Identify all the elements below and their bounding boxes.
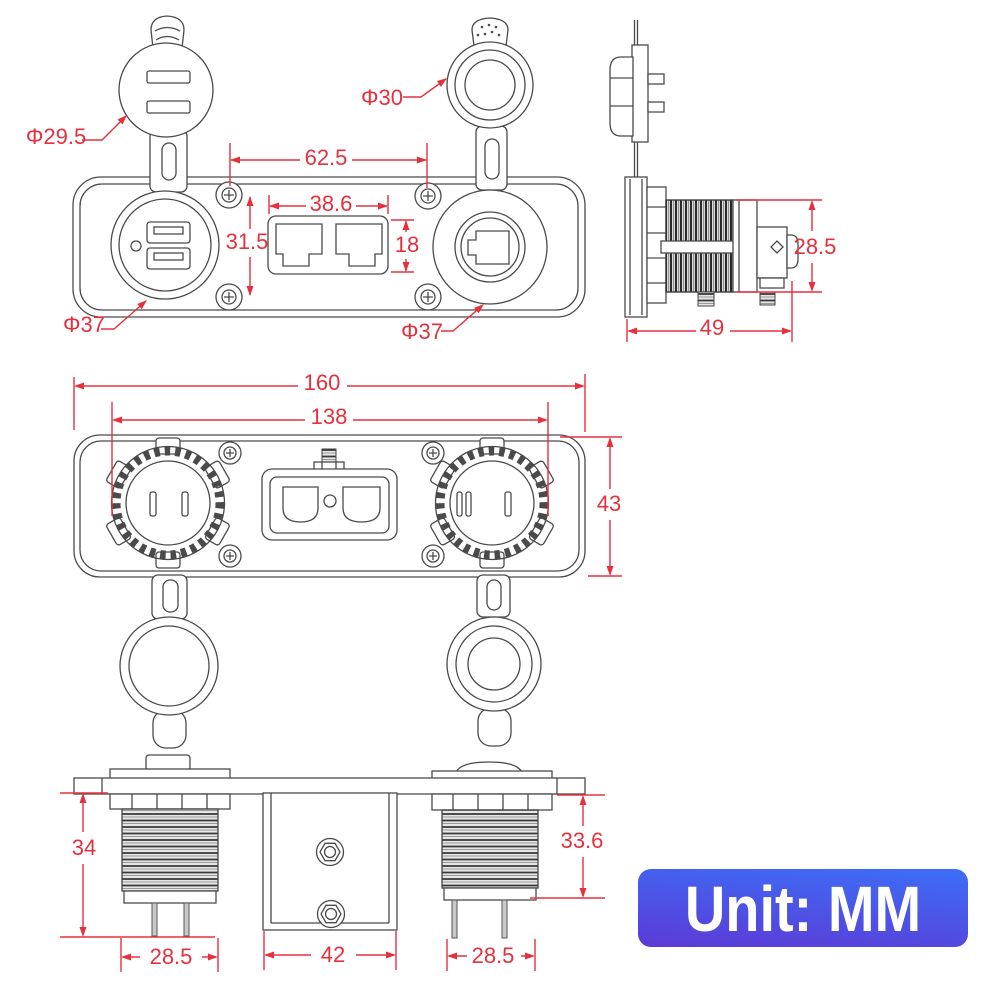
- side-cap-plate: [631, 44, 649, 143]
- terminal-stud: [697, 291, 715, 307]
- dim-label-left-barrel-width: 28.5: [149, 944, 193, 969]
- dim-label-power-socket-diameter: Φ37: [400, 319, 444, 344]
- rear-left-cap: [119, 574, 219, 749]
- dim-label-usb-socket-diameter: Φ37: [62, 312, 106, 337]
- usb-cap-open: [118, 15, 214, 193]
- dim-label-side-length: 49: [699, 315, 725, 340]
- dim-label-left-barrel-depth: 34: [71, 835, 97, 860]
- power-socket-front: [432, 189, 548, 305]
- dim-label-connector-width: 38.6: [309, 191, 353, 216]
- dim-label-mount-width: 138: [310, 404, 348, 429]
- rear-screws: [218, 441, 445, 568]
- dim-label-screw-spacing: 62.5: [304, 145, 348, 170]
- bottom-view: [73, 754, 586, 939]
- terminal-stud: [759, 291, 776, 306]
- unit-badge-label: Unit: MM: [684, 871, 922, 945]
- dim-label-right-barrel-depth: 33.6: [560, 828, 604, 853]
- bottom-left-barrel: [109, 793, 231, 937]
- dim-label-side-body-height: 28.5: [793, 234, 837, 259]
- led-indicator: [130, 240, 142, 252]
- rear-view: [73, 434, 586, 749]
- dim-label-cap-usb-diameter: Φ29.5: [25, 124, 87, 149]
- dim-label-center-box-width: 42: [320, 942, 346, 967]
- side-view: [609, 20, 799, 318]
- terminal-block: [756, 226, 788, 279]
- power-connector-front: [267, 215, 389, 275]
- dim-label-cap-socket-diameter: Φ30: [360, 85, 404, 110]
- front-view: [72, 15, 586, 318]
- dim-label-connector-height: 18: [394, 232, 420, 257]
- unit-badge: Unit: MM: [638, 869, 968, 947]
- dim-label-plate-width: 160: [303, 370, 341, 395]
- dim-label-right-barrel-width: 28.5: [471, 943, 515, 968]
- dim-label-plate-height: 43: [596, 491, 622, 516]
- usb-socket-front: [110, 190, 220, 300]
- rear-left-socket-nut: [106, 437, 230, 569]
- dimension-lines: [60, 78, 822, 972]
- bottom-center-box: [262, 792, 398, 931]
- front-screws: [215, 181, 442, 311]
- bottom-right-barrel: [431, 793, 553, 939]
- bottom-plate: [73, 777, 586, 795]
- side-mount-plate: [624, 176, 648, 318]
- rear-right-cap: [446, 574, 542, 747]
- power-connector-rear: [261, 448, 398, 541]
- socket-cap-open: [446, 17, 534, 191]
- dim-label-screw-vertical: 31.5: [225, 229, 269, 254]
